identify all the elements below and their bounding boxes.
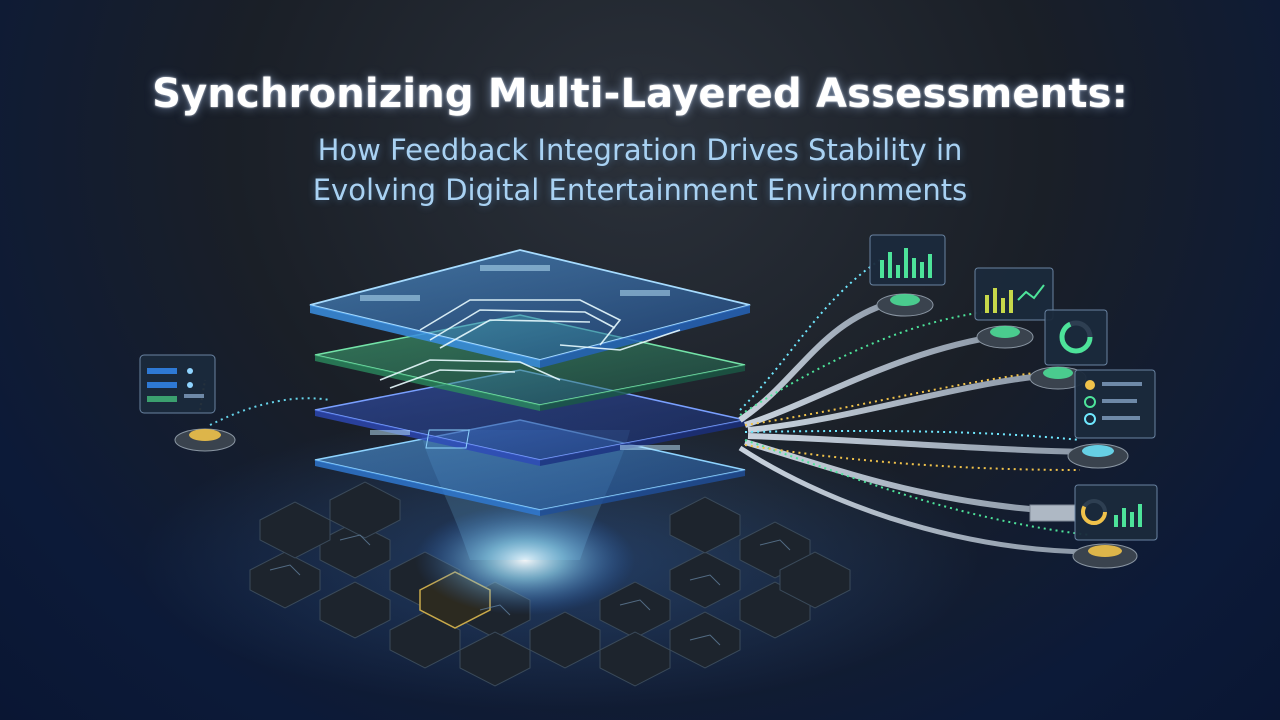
dashboard-panel-icon bbox=[1074, 484, 1158, 541]
data-cable-icon bbox=[738, 297, 1091, 555]
dashboard-panel-icon bbox=[869, 234, 946, 286]
data-streams bbox=[739, 259, 1091, 536]
node-disc-icon bbox=[976, 325, 1034, 349]
node-disc-icon bbox=[1029, 366, 1087, 390]
right-feedback-nodes bbox=[876, 293, 1138, 569]
dashboard-panel-icon bbox=[139, 354, 216, 414]
subtitle-line-1: How Feedback Integration Drives Stabilit… bbox=[317, 133, 963, 167]
dashboard-panel-icon bbox=[1074, 369, 1156, 439]
subtitle-line-2: Evolving Digital Entertainment Environme… bbox=[312, 173, 968, 207]
title-block: Synchronizing Multi-Layered Assessments:… bbox=[0, 66, 1280, 210]
node-disc-icon bbox=[876, 293, 934, 317]
dashboard-panel-icon bbox=[1044, 309, 1108, 366]
page-title: Synchronizing Multi-Layered Assessments: bbox=[152, 71, 1128, 117]
left-data-stream bbox=[209, 397, 331, 426]
node-disc-icon bbox=[1072, 543, 1138, 569]
dashboard-panel-icon bbox=[974, 267, 1054, 321]
core-glow bbox=[415, 505, 635, 615]
node-disc-icon bbox=[1067, 443, 1129, 469]
stacked-layers-icon bbox=[309, 249, 751, 516]
left-feedback-node bbox=[139, 354, 331, 452]
